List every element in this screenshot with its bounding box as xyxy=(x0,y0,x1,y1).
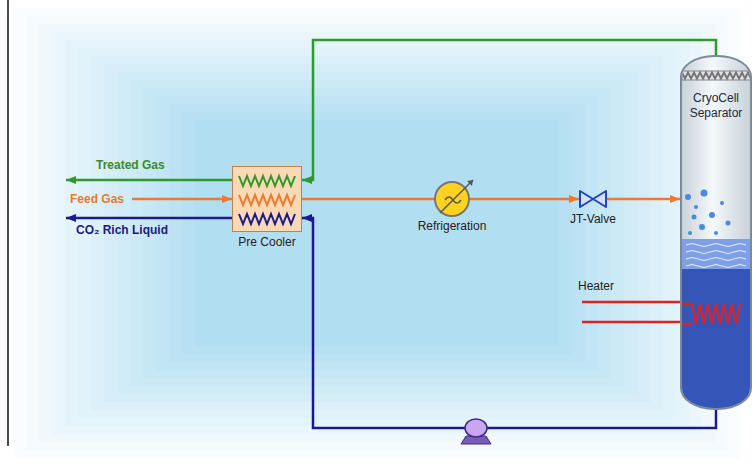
heat-exchanger: Pre Cooler xyxy=(232,166,302,232)
background-band xyxy=(13,8,741,458)
feed-gas-line xyxy=(132,198,232,201)
separator-vessel: CryoCell Separator xyxy=(680,55,752,410)
coil xyxy=(239,176,295,186)
liquid-wave xyxy=(686,258,746,261)
background-band xyxy=(156,96,598,370)
demister-mesh xyxy=(682,73,751,79)
coil xyxy=(239,214,295,224)
background-band xyxy=(169,104,585,362)
background-band xyxy=(195,120,559,346)
background-band xyxy=(52,32,702,434)
gas-bubble xyxy=(726,221,731,226)
treated-gas-line xyxy=(66,179,232,182)
liquid-outlet-line xyxy=(66,217,232,220)
heater-label: Heater xyxy=(578,279,614,293)
adjust-arrow xyxy=(440,180,473,213)
gas-bubble xyxy=(688,231,692,235)
background-band xyxy=(143,88,611,378)
stream-label: CO₂ Rich Liquid xyxy=(76,223,168,237)
background-band xyxy=(182,112,572,354)
heater-coil xyxy=(682,323,692,326)
demister-pad xyxy=(682,71,752,80)
liquid-wave xyxy=(686,265,746,268)
process-stream xyxy=(302,218,716,428)
background-band xyxy=(91,56,663,410)
gas-bubble xyxy=(699,224,705,230)
stream-label: Feed Gas xyxy=(70,192,124,206)
background-band xyxy=(130,80,624,386)
heater-lead xyxy=(582,301,684,304)
pump-symbol xyxy=(465,419,487,437)
heater-coil xyxy=(692,304,740,324)
background-band xyxy=(104,64,650,402)
heat-exchanger-graphic xyxy=(233,167,303,233)
jt-valve-graphic xyxy=(579,190,607,208)
background-band xyxy=(65,40,689,426)
background-band xyxy=(26,16,728,450)
process-stream xyxy=(302,198,434,201)
gas-bubble xyxy=(692,215,697,220)
heater-lead xyxy=(582,321,684,324)
background-band xyxy=(39,24,715,442)
gas-bubble xyxy=(720,201,724,205)
gas-bubble xyxy=(701,190,708,197)
jt-valve: JT-Valve xyxy=(579,190,607,208)
gas-bubble xyxy=(685,194,691,200)
refrigeration-unit: Refrigeration xyxy=(434,181,470,217)
adjust-arrow-head xyxy=(467,180,473,186)
equipment-label: JT-Valve xyxy=(570,212,616,226)
gas-bubble xyxy=(694,205,698,209)
refrigeration-unit-graphic xyxy=(436,183,472,219)
liquid-surface xyxy=(682,239,752,269)
gas-bubble xyxy=(709,212,715,218)
valve-bowtie xyxy=(580,191,606,207)
process-stream xyxy=(607,198,680,201)
process-stream xyxy=(302,40,716,180)
stream-label: Treated Gas xyxy=(96,158,165,172)
gas-bubble xyxy=(714,231,718,235)
liquid-wave xyxy=(686,251,746,254)
coil xyxy=(239,195,295,205)
vessel-title: CryoCell Separator xyxy=(684,91,748,121)
frame-line xyxy=(7,0,9,446)
liquid-pool xyxy=(682,239,752,410)
heater-coil xyxy=(682,303,692,306)
process-stream xyxy=(470,198,579,201)
liquid-wave xyxy=(686,244,746,247)
background-band xyxy=(117,72,637,394)
equipment-label: Pre Cooler xyxy=(238,235,295,249)
equipment-label: Refrigeration xyxy=(418,219,487,233)
